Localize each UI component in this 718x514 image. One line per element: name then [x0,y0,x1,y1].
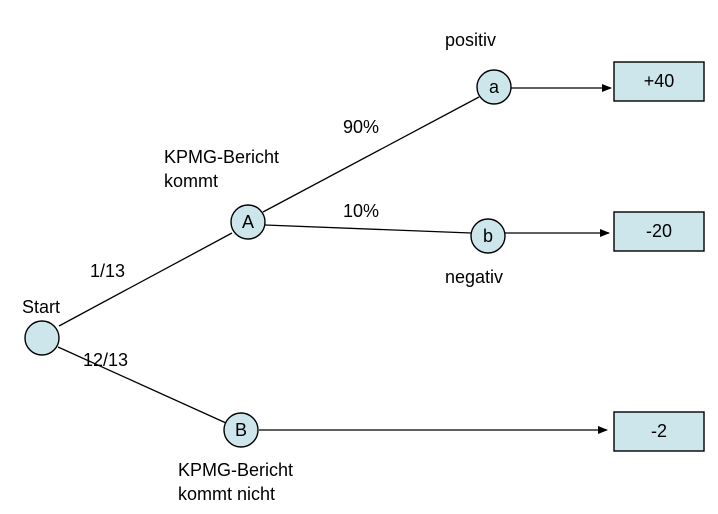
outcome-box-b: -20 [613,211,705,252]
node-B-description-line2: kommt nicht [178,484,275,504]
node-a: a [476,69,512,105]
node-A-description-line2: kommt [164,171,218,191]
outcome-box-a: +40 [613,61,705,102]
prob-A-to-b: 10% [343,201,379,221]
edge-start-to-A [58,232,233,327]
negativ-label: negativ [445,267,503,287]
edge-A-to-b [264,224,472,234]
node-B-description-line1: KPMG-Bericht [178,460,293,480]
outcome-b-value: -20 [646,221,672,241]
node-start [24,320,60,356]
prob-start-to-A: 1/13 [90,261,125,281]
start-label: Start [22,297,60,317]
node-A-label: A [242,212,254,232]
node-a-label: a [489,77,500,97]
edge-A-to-a [262,96,480,213]
prob-start-to-B: 12/13 [83,350,128,370]
outcome-B-value: -2 [651,421,667,441]
positiv-label: positiv [445,30,496,50]
node-A-description-line1: KPMG-Bericht [164,147,279,167]
node-b: b [470,218,506,254]
node-B-label: B [235,420,247,440]
outcome-box-B: -2 [613,411,705,452]
node-B: B [223,412,259,448]
prob-A-to-a: 90% [343,117,379,137]
node-A: A [230,204,266,240]
edge-start-to-B [57,346,227,424]
node-b-label: b [483,226,493,246]
outcome-a-value: +40 [644,71,675,91]
